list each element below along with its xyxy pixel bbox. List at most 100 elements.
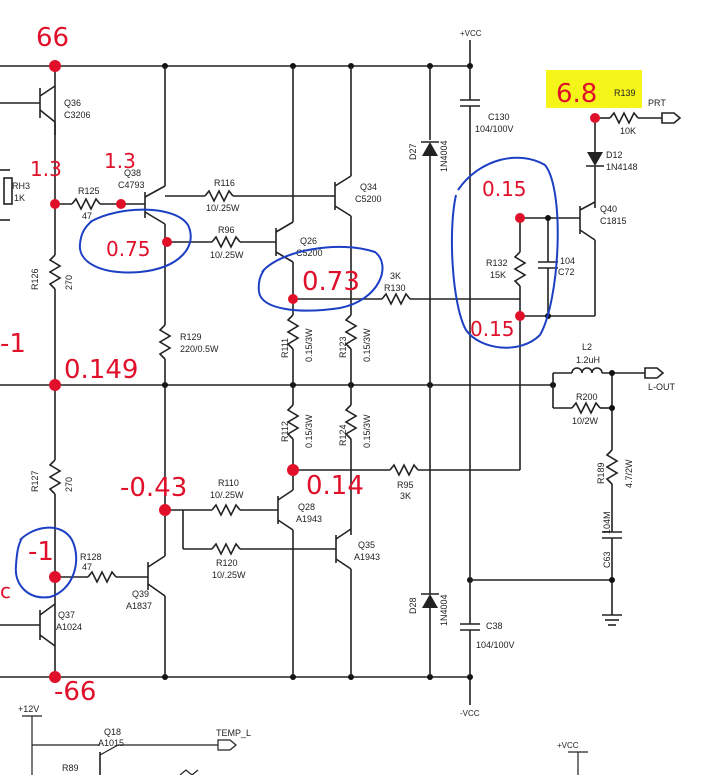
q40-part: C1815 — [600, 216, 627, 226]
q26-transistor — [275, 66, 294, 315]
vcc-bottom-label: -VCC — [460, 709, 480, 718]
vcc-top-label: +VCC — [460, 29, 482, 38]
d27-part: 1N4004 — [439, 140, 449, 172]
r126-value: 270 — [64, 275, 74, 290]
annotation-1-3-right: 1.3 — [104, 149, 136, 173]
r96-resistor — [165, 235, 276, 249]
blue-circles — [14, 156, 559, 599]
annotation-0-149: 0.149 — [64, 355, 138, 385]
c63-capacitor — [602, 531, 622, 626]
q36-transistor — [0, 85, 56, 135]
r111-value: 0.15/3W — [304, 328, 314, 362]
annotation-0-15-top: 0.15 — [482, 177, 527, 201]
q28-ref: Q28 — [298, 502, 315, 512]
r127-value: 270 — [64, 477, 74, 492]
r130-resistor — [293, 292, 520, 306]
r128-ref: R128 — [80, 552, 102, 562]
r116-resistor — [165, 189, 318, 203]
left-chain — [48, 66, 62, 677]
rail-junctions — [162, 63, 556, 680]
r124-ref: R124 — [338, 424, 348, 446]
d12-diode — [586, 118, 604, 208]
q37-transistor — [0, 603, 56, 647]
r139-value: 10K — [620, 126, 636, 136]
annotation-minus-1-bottom: -1 — [28, 537, 54, 567]
l2-inductor — [552, 367, 665, 408]
q26-ref: Q26 — [300, 236, 317, 246]
annotation-0-73: 0.73 — [302, 267, 360, 297]
d28-ref: D28 — [408, 597, 418, 614]
r120-ref: R120 — [216, 558, 238, 568]
c38-ref: C38 — [486, 621, 503, 631]
c130-value: 104/100V — [475, 124, 514, 134]
q36-part: C3206 — [64, 110, 91, 120]
q34-part: C5200 — [355, 194, 382, 204]
r123-value: 0.15/3W — [362, 328, 372, 362]
r132-value: 15K — [490, 270, 506, 280]
q35-part: A1943 — [354, 552, 380, 562]
r120-value: 10/.25W — [212, 570, 246, 580]
r189-value: 4.7/2W — [624, 459, 634, 488]
r110-resistor — [165, 503, 241, 517]
r130-ref: R130 — [384, 283, 406, 293]
annotations: 66 6.8 1.3 1.3 0.75 0.73 0.15 0.15 0.149… — [0, 23, 597, 707]
q38-ref: Q38 — [124, 168, 141, 178]
q37-part: A1024 — [56, 622, 82, 632]
r139-ref: R139 — [614, 88, 636, 98]
r129-ref: R129 — [180, 332, 202, 342]
r124-value: 0.15/3W — [362, 414, 372, 448]
probe-dots — [49, 60, 600, 683]
q38-part: C4793 — [118, 180, 145, 190]
d27-ref: D27 — [408, 143, 418, 160]
c130-capacitor — [460, 66, 480, 385]
q35-ref: Q35 — [358, 540, 375, 550]
r125-resistor — [52, 197, 145, 211]
c72-capacitor — [538, 215, 558, 319]
r96-value: 10/.25W — [210, 250, 244, 260]
r189-resistor — [605, 449, 619, 532]
q40-ref: Q40 — [600, 204, 617, 214]
annotation-66: 66 — [36, 23, 69, 53]
r125-value: 47 — [82, 211, 92, 221]
r132-ref: R132 — [486, 258, 508, 268]
annotation-0-15-bottom: 0.15 — [470, 317, 515, 341]
r200-value: 10/2W — [572, 416, 599, 426]
bottom-section — [22, 715, 588, 775]
r200-ref: R200 — [576, 392, 598, 402]
annotation-minus-1-top: -1 — [0, 329, 26, 359]
c38-value: 104/100V — [476, 640, 515, 650]
r95-ref: R95 — [397, 480, 414, 490]
r123-resistor — [344, 314, 358, 405]
r110-value: 10/.25W — [210, 490, 244, 500]
r89-ref: R89 — [62, 763, 79, 773]
d28-part: 1N4004 — [439, 594, 449, 626]
c130-ref: C130 — [488, 112, 510, 122]
annotation-1-3-left: 1.3 — [30, 157, 62, 181]
annotation-minus-0-43: -0.43 — [120, 473, 187, 503]
annotation-0-14: 0.14 — [306, 471, 364, 501]
r112-value: 0.15/3W — [304, 414, 314, 448]
q34-ref: Q34 — [360, 182, 377, 192]
d12-part: 1N4148 — [606, 162, 638, 172]
d12-ref: D12 — [606, 150, 623, 160]
highlight-6-8 — [546, 70, 642, 108]
rh3-ref: RH3 — [12, 181, 30, 191]
l2-value: 1.2uH — [576, 355, 600, 365]
r126-ref: R126 — [30, 268, 40, 290]
r128-resistor — [52, 570, 148, 584]
q18-ref: Q18 — [104, 727, 121, 737]
prt-port: PRT — [648, 98, 666, 108]
bottom-rail: -VCC — [0, 676, 480, 718]
l2-ref: L2 — [582, 342, 592, 352]
r129-resistor — [158, 324, 172, 510]
annotation-minus-66: -66 — [54, 677, 96, 707]
c72-ref: C72 — [558, 267, 575, 277]
annotation-edge: c — [0, 579, 11, 603]
annotation-0-75: 0.75 — [106, 237, 151, 261]
q28-part: A1943 — [296, 514, 322, 524]
r112-ref: R112 — [280, 421, 290, 442]
r189-ref: R189 — [596, 462, 606, 484]
r120-resistor — [182, 510, 336, 556]
v12-label: +12V — [18, 704, 39, 714]
